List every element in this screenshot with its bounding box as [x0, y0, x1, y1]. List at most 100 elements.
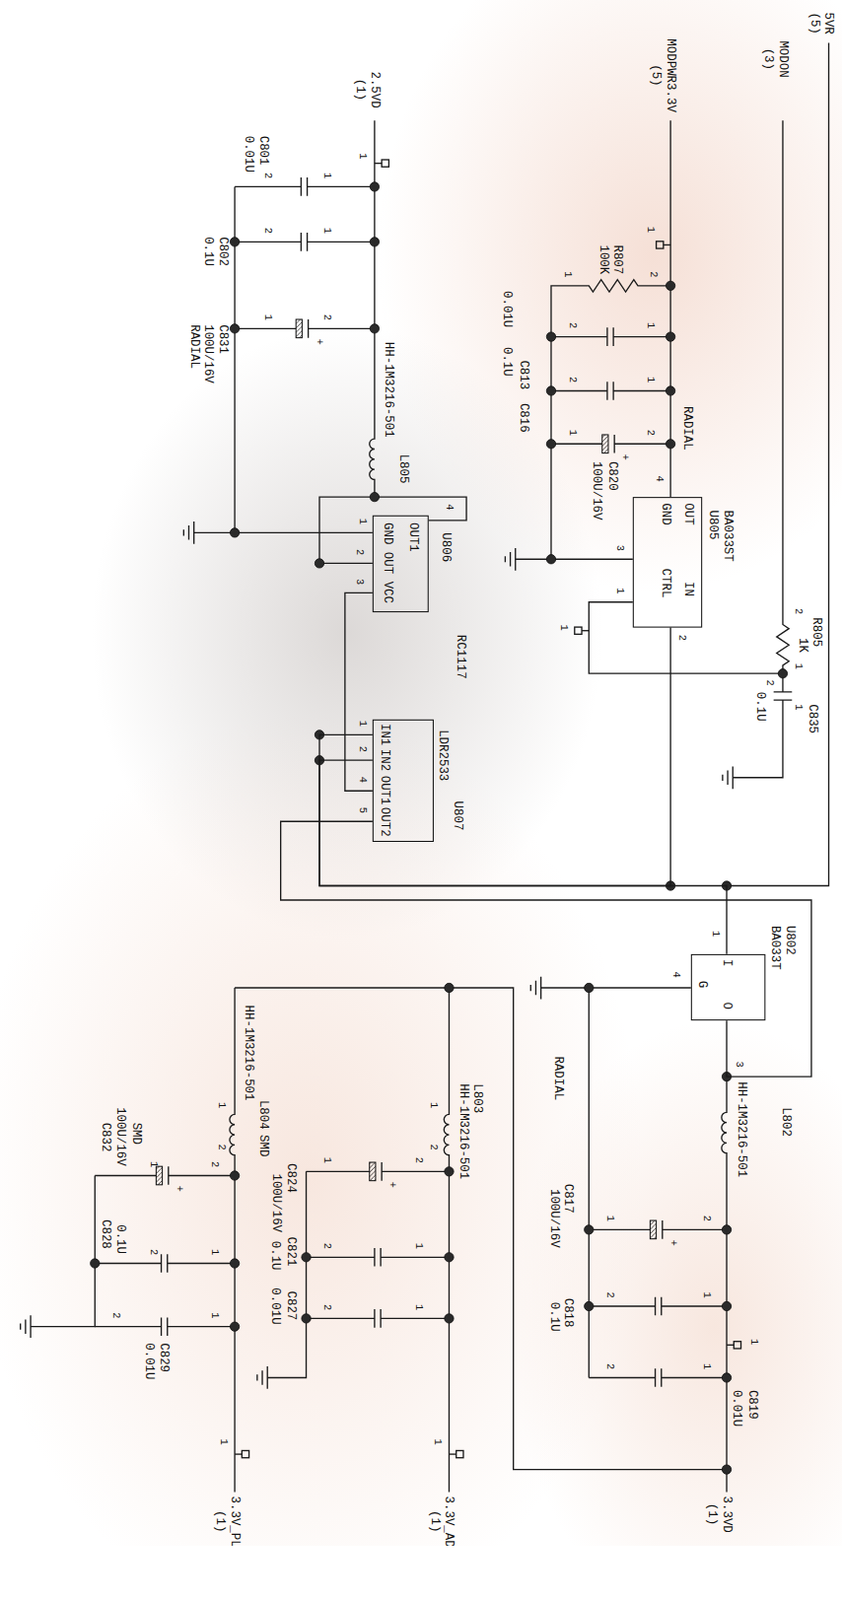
- junction-dot: [314, 559, 324, 568]
- pin-number: 1: [701, 1292, 711, 1299]
- part-ref: C819: [746, 1390, 759, 1420]
- junction-dot: [444, 1253, 454, 1263]
- test-point: [456, 1450, 464, 1458]
- sheet-ref: (3): [762, 48, 774, 71]
- pin-name: I: [719, 959, 732, 967]
- sheet-ref: (1): [213, 1510, 226, 1533]
- wire: [726, 42, 830, 886]
- junction-dot: [584, 1225, 594, 1235]
- test-point: [574, 627, 582, 634]
- pin-number: 1: [701, 1363, 711, 1370]
- junction-dot: [777, 669, 787, 679]
- test-point-number: 1: [216, 1439, 227, 1446]
- part-ref: LDR2533: [436, 729, 449, 781]
- capacitor-symbol: [234, 177, 375, 197]
- pin-number: 5: [356, 807, 367, 814]
- part-ref: U807: [450, 800, 463, 831]
- junction-dot: [584, 982, 594, 992]
- part-ref: R805: [810, 617, 823, 647]
- pin-number: 1: [604, 1215, 615, 1222]
- test-point-number: 1: [558, 625, 568, 632]
- pin-number: 1: [644, 322, 655, 329]
- part-ref: C820: [606, 461, 619, 492]
- part-value: 100U/16V: [548, 1189, 561, 1249]
- pin-name: OUT1: [407, 521, 420, 552]
- part-value: HH-1M3216-501: [242, 1005, 255, 1102]
- pin-number: 4: [652, 475, 663, 482]
- resistor-symbol: [551, 280, 671, 561]
- pin-number: 4: [356, 776, 367, 783]
- polarity-mark: +: [313, 339, 324, 346]
- pin-number: 2: [147, 1249, 158, 1256]
- pin-number: 3: [733, 1061, 744, 1068]
- wire: [30, 1175, 95, 1327]
- junction-dot: [546, 386, 556, 396]
- part-ref: C818: [561, 1298, 574, 1329]
- part-ref: R807: [611, 244, 624, 275]
- part-ref: C831: [215, 324, 228, 354]
- electrolytic-plate: [369, 1162, 376, 1182]
- capacitor-symbol: [551, 381, 671, 401]
- pin-number: 2: [701, 1215, 711, 1222]
- net-label: 3.3VD: [720, 1496, 733, 1534]
- junction-dot: [369, 182, 379, 192]
- part-ref: C801: [257, 136, 270, 166]
- pin-name: O: [719, 1001, 732, 1009]
- pin-number: 1: [566, 429, 577, 436]
- part-value: HH-1M3216-501: [457, 1083, 470, 1180]
- background-photo: [0, 0, 842, 1546]
- part-value: SMD: [257, 1134, 270, 1157]
- capacitor-symbol: [94, 1317, 235, 1336]
- pin-number: 1: [209, 1312, 219, 1319]
- part-value: SMD: [129, 1122, 141, 1145]
- junction-dot: [229, 1322, 239, 1332]
- pin-number: 2: [214, 1143, 225, 1150]
- pin-number: 2: [353, 549, 364, 556]
- capacitor-symbol: [306, 1309, 450, 1329]
- pin-number: 1: [321, 227, 332, 234]
- pin-number: 1: [356, 720, 367, 727]
- test-point-stub: [374, 162, 382, 164]
- pin-name: OUT1: [378, 774, 391, 805]
- capacitor-symbol: [306, 1248, 450, 1267]
- part-value: 0.01U: [269, 1287, 281, 1325]
- pin-number: 2: [604, 1292, 615, 1299]
- net-label: 5VR: [822, 11, 835, 34]
- junction-dot: [444, 1167, 454, 1177]
- part-ref: C824: [284, 1163, 297, 1193]
- junction-dot: [665, 280, 675, 290]
- pin-name: OUT: [681, 502, 694, 525]
- junction-dot: [301, 1314, 311, 1324]
- junction-dot: [90, 1259, 100, 1268]
- wire: [541, 986, 692, 988]
- ic-box: U806RC1117OUT1GND OUT VCC: [372, 515, 429, 613]
- part-value: 0.01U: [500, 290, 513, 328]
- pin-number: 2: [566, 322, 577, 329]
- schematic-sheet: 5VR(5)MODON(3)MODPWR3.3V(5)2.5VD(1)1C801…: [0, 0, 842, 1546]
- pin-number: 2: [413, 1157, 423, 1164]
- capacitor-symbol: [551, 327, 671, 347]
- wire: [588, 602, 783, 674]
- pin-number: 1: [321, 1157, 332, 1164]
- test-point-stub: [663, 244, 671, 246]
- junction-dot: [546, 555, 556, 564]
- pin-name: GND: [658, 502, 671, 525]
- wire-connector: [345, 592, 373, 791]
- junction-dot: [301, 1253, 311, 1263]
- capacitor-symbol: [94, 1166, 235, 1186]
- pin-number: 1: [792, 663, 803, 670]
- ground-symbol: [183, 521, 194, 545]
- pin-number: 2: [321, 1304, 332, 1311]
- ground-symbol: [530, 977, 541, 1000]
- wire-connector: [319, 760, 727, 955]
- inductor-symbol: [369, 120, 375, 497]
- junction-dot: [369, 491, 379, 501]
- part-ref: BA033T: [768, 924, 780, 970]
- test-point: [733, 1341, 741, 1349]
- junction-dot: [665, 386, 675, 396]
- test-point-stub: [726, 1344, 734, 1346]
- pin-name: GND OUT VCC: [381, 521, 394, 603]
- part-value: RADIAL: [187, 324, 200, 369]
- inductor-symbol: [443, 987, 449, 1492]
- pin-name: G: [695, 980, 707, 987]
